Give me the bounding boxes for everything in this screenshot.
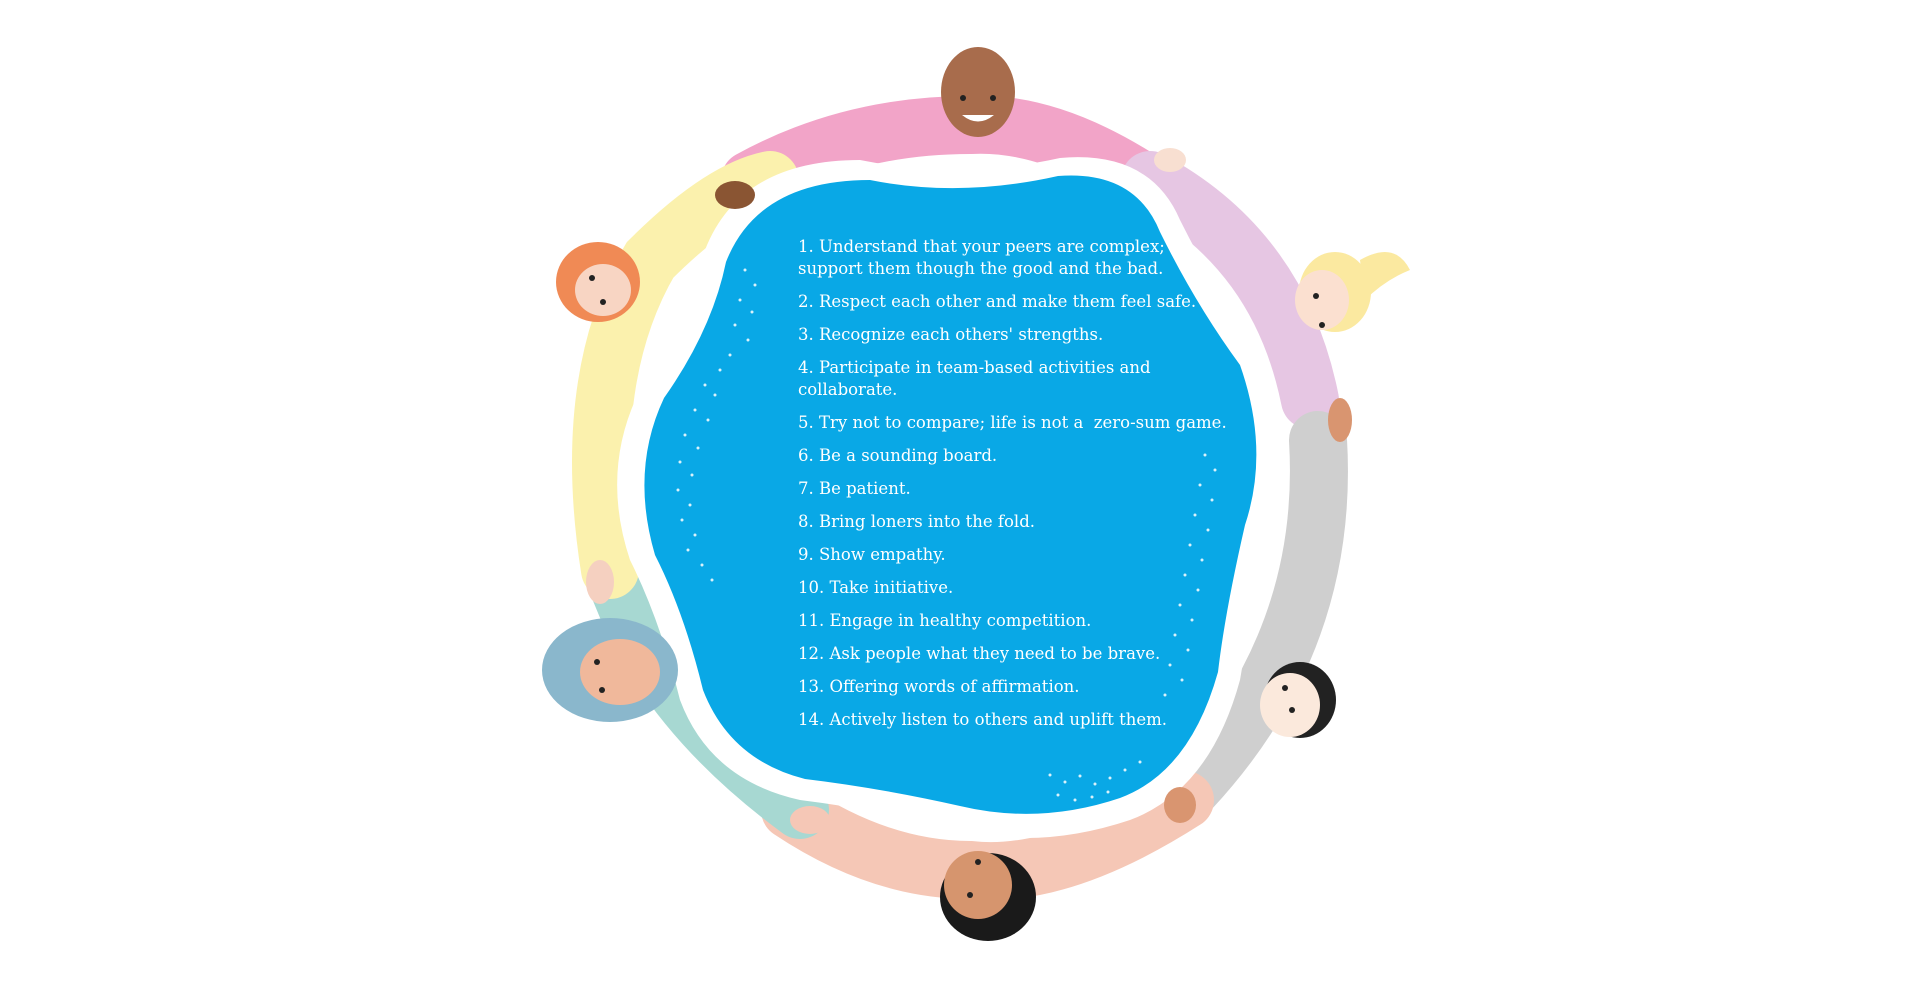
tip-item-13: 13. Offering words of affirmation. [798,677,1080,696]
hijab-person-icon [542,560,678,722]
tip-item-4: 4. Participate in team-based activities … [798,358,1151,399]
tip-item-9: 9. Show empathy. [798,545,946,564]
tip-item-5: 5. Try not to compare; life is not a zer… [798,413,1227,432]
tip-item-7: 7. Be patient. [798,479,911,498]
tips-list: 1. Understand that your peers are comple… [798,236,1238,742]
blue-circle [644,175,1257,814]
tip-item-2: 2. Respect each other and make them feel… [798,292,1197,311]
tip-item-3: 3. Recognize each others' strengths. [798,325,1104,344]
dark-hair-person-icon [1164,662,1336,823]
tip-item-14: 14. Actively listen to others and uplift… [798,710,1168,729]
arm-right-grey [1161,411,1348,819]
dots-pattern-icon [676,268,1217,802]
tip-item-10: 10. Take initiative. [798,578,954,597]
curly-hair-person-icon [790,806,1036,941]
tip-item-1: 1. Understand that your peers are comple… [798,237,1165,278]
tip-item-6: 6. Be a sounding board. [798,446,998,465]
blonde-person-icon [1154,148,1410,442]
tip-item-11: 11. Engage in healthy competition. [798,611,1092,630]
tip-item-12: 12. Ask people what they need to be brav… [798,644,1161,663]
bald-person-icon [715,47,1015,209]
arm-upper-right-lilac [1121,151,1339,429]
tip-item-8: 8. Bring loners into the fold. [798,512,1036,531]
bearded-person-icon [556,242,640,322]
